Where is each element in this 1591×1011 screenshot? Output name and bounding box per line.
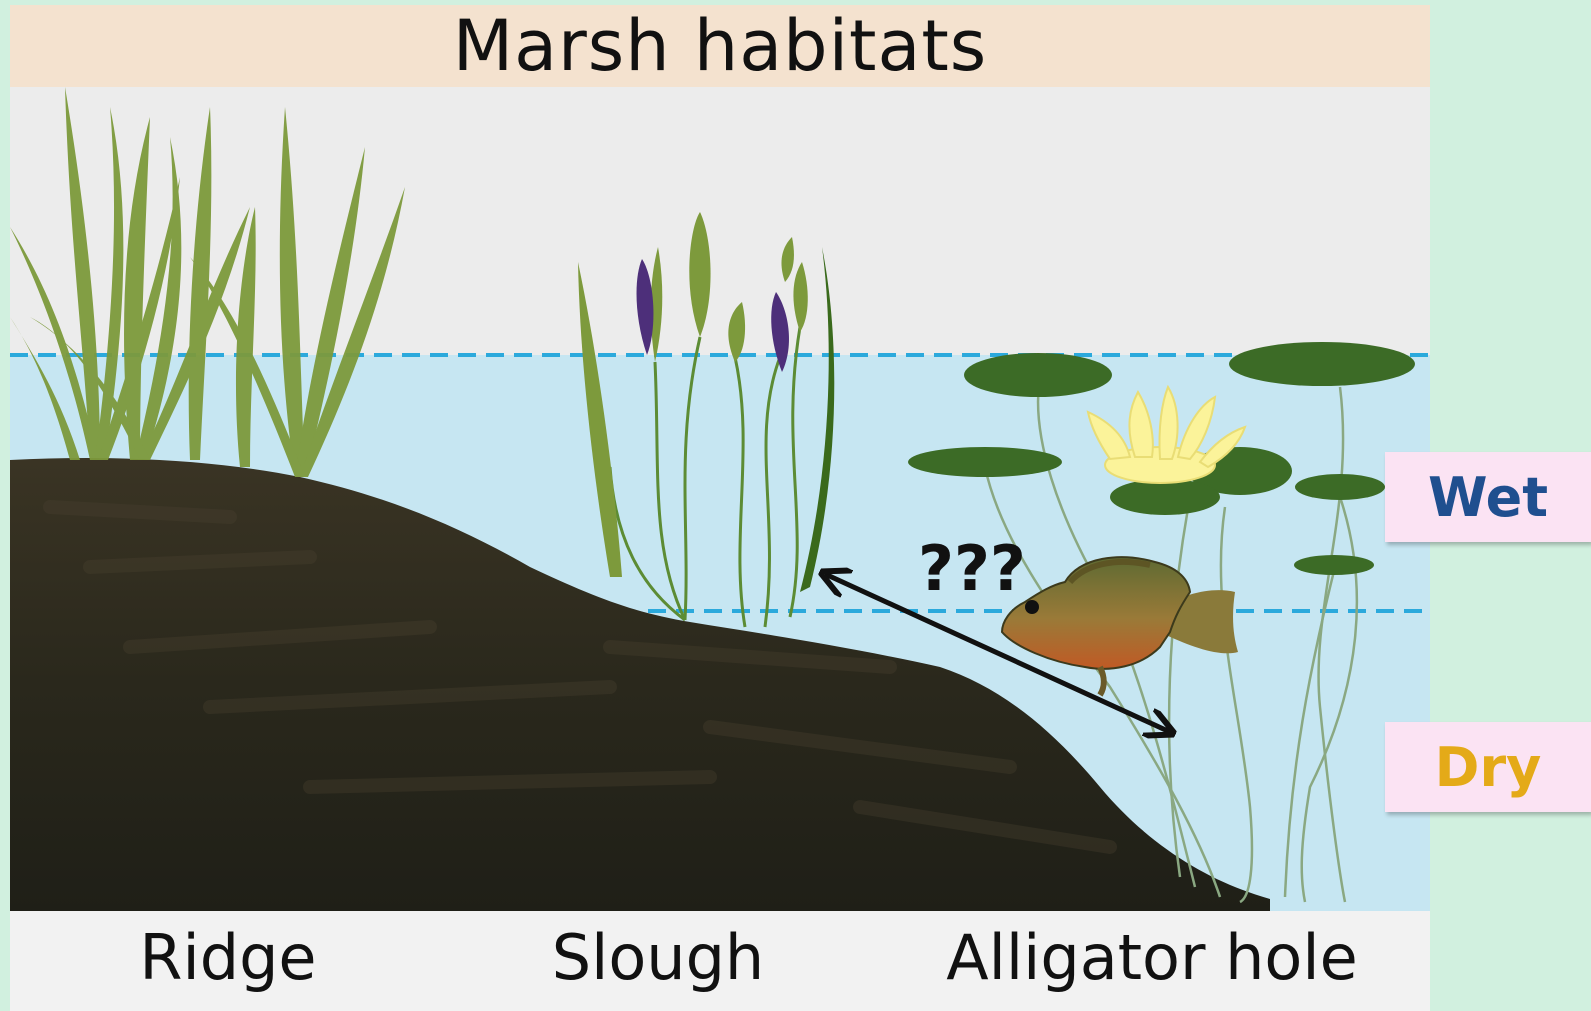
diagram-panel: Marsh habitats: [10, 5, 1430, 1011]
habitat-label-alligator-hole: Alligator hole: [946, 921, 1357, 994]
marsh-cross-section: [10, 87, 1430, 911]
habitat-label-ridge: Ridge: [139, 921, 316, 994]
lily-pad: [1110, 479, 1220, 515]
lily-pad: [964, 353, 1112, 397]
lily-pad: [1295, 474, 1385, 500]
dry-level-tag: Dry: [1385, 722, 1591, 812]
question-mark-label: ???: [918, 532, 1026, 605]
title-band: Marsh habitats: [10, 5, 1430, 87]
dry-label: Dry: [1435, 736, 1542, 799]
lily-pad: [1229, 342, 1415, 386]
lily-pad: [1294, 555, 1374, 575]
cattail-spike: [637, 259, 654, 355]
wet-label: Wet: [1428, 466, 1548, 529]
habitat-labels-strip: Ridge Slough Alligator hole: [10, 911, 1430, 1011]
lily-pad: [908, 447, 1062, 477]
wet-level-tag: Wet: [1385, 452, 1591, 542]
habitat-label-slough: Slough: [552, 921, 764, 994]
diagram-title: Marsh habitats: [453, 5, 988, 87]
